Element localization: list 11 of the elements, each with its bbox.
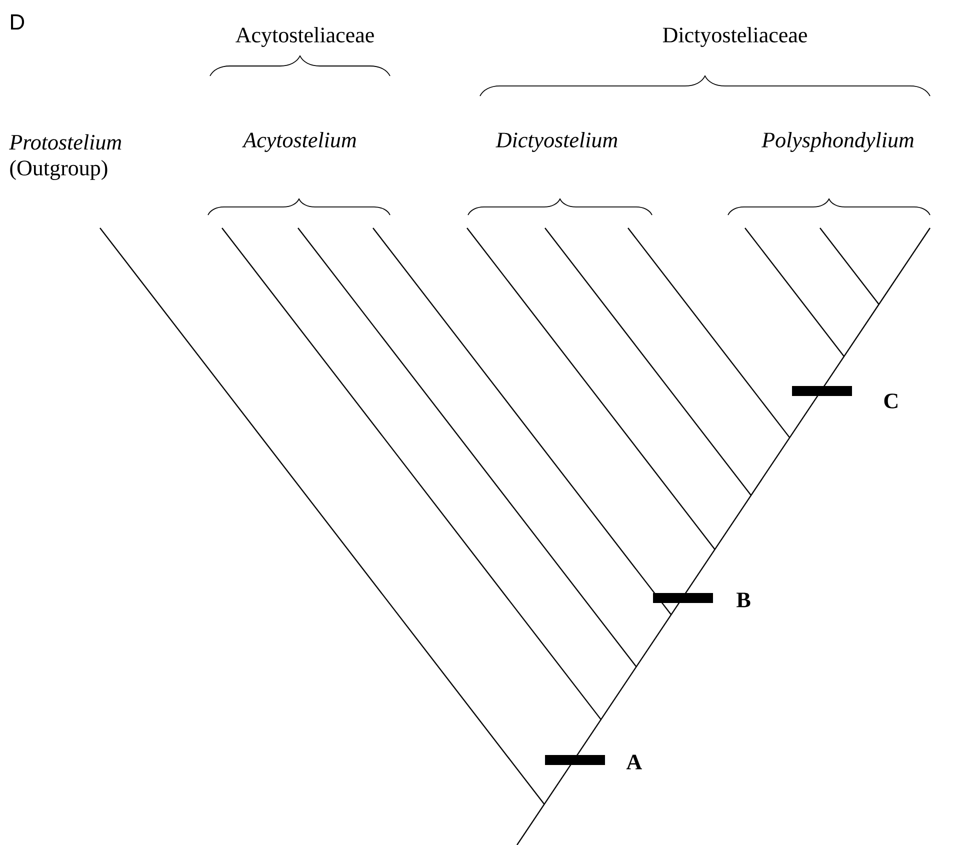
label-text: A — [626, 754, 642, 770]
label-text: Acytosteliaceae — [236, 26, 374, 47]
label-text: Dictyostelium — [496, 132, 618, 152]
label-text: Dictyosteliaceae — [662, 26, 807, 47]
label-text: (Outgroup) — [10, 160, 108, 180]
label-text: C — [884, 394, 898, 408]
label-text: D — [11, 14, 24, 30]
label-text: Polysphondylium — [762, 132, 914, 152]
label-text: B — [736, 592, 750, 608]
label-text: Protostelium — [9, 134, 122, 150]
label-text: Acytostelium — [242, 132, 356, 152]
